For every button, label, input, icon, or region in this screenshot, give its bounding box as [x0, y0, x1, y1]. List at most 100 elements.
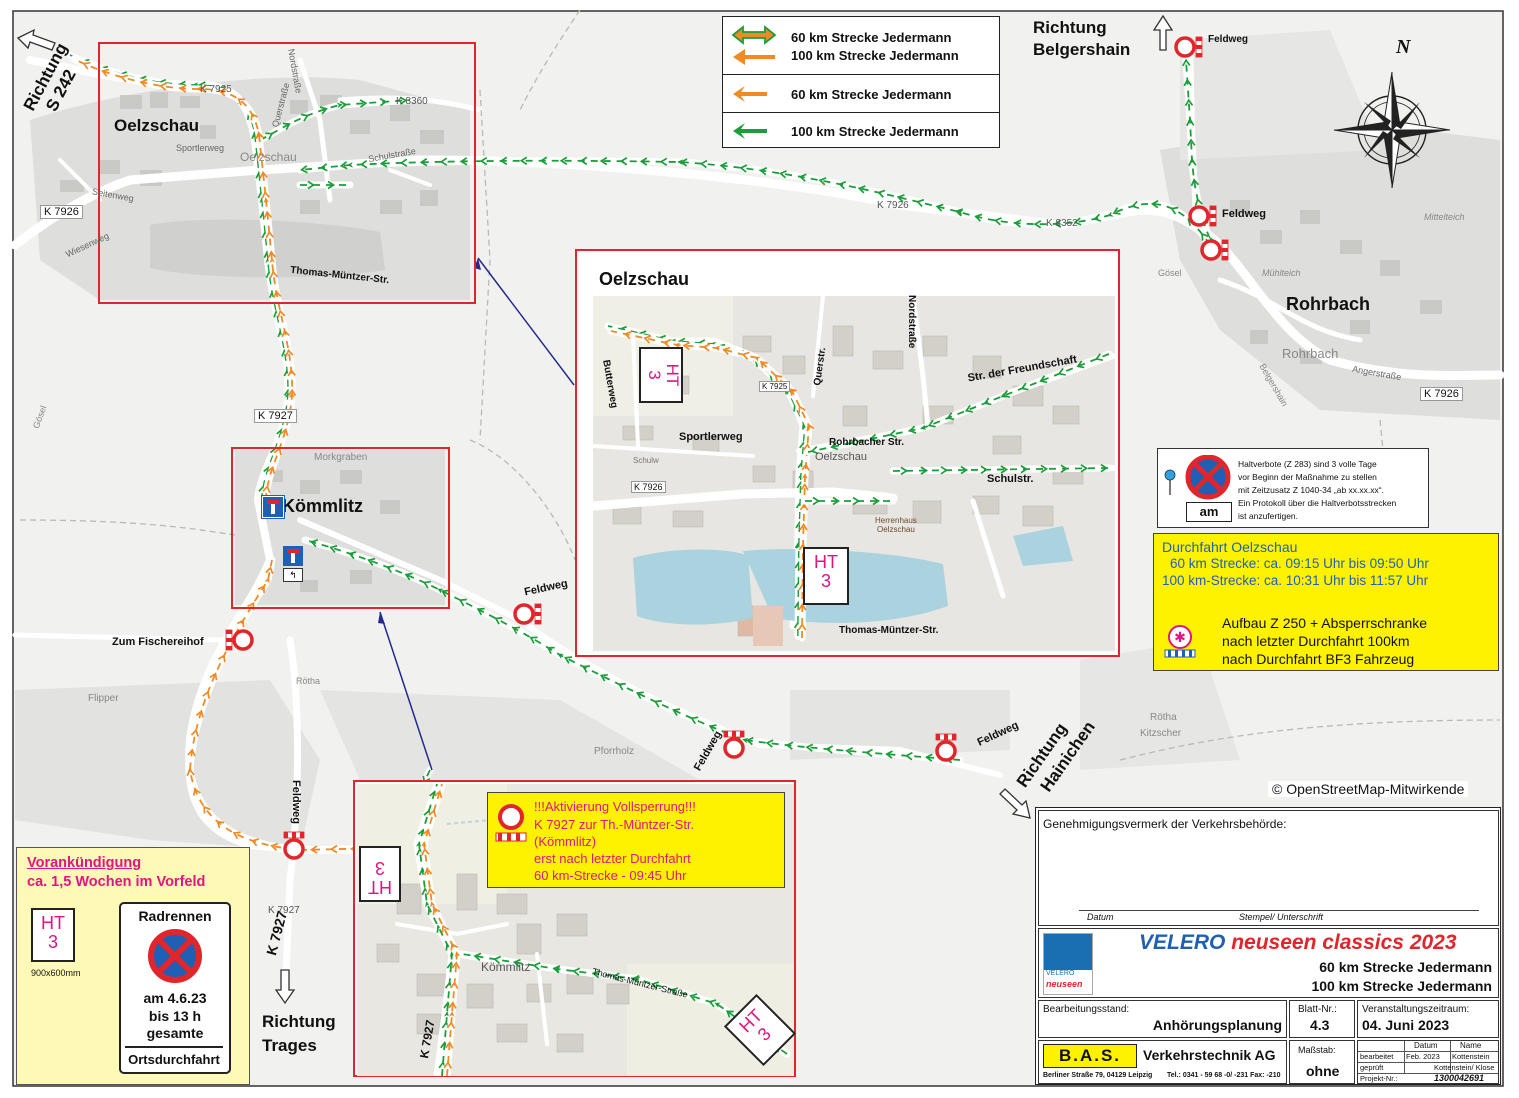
leader-line	[379, 611, 433, 771]
sign-line-3: gesamte	[146, 1025, 204, 1041]
route-green-east-chevron	[1170, 206, 1179, 215]
no-parking-sign-icon	[1164, 455, 1231, 500]
route-both-orange-chevron	[265, 230, 274, 239]
route-both-orange-chevron	[263, 210, 272, 219]
route-green-belgershain-chevron	[1183, 78, 1192, 87]
legend-label-green: 100 km Strecke Jedermann	[791, 124, 959, 139]
inset1-route-freundschaft-chevron	[830, 441, 839, 451]
callout-line-1: !!!Aktivierung Vollsperrung!!!	[534, 799, 696, 814]
inset2-route-main	[415, 784, 456, 1076]
place-goesel-east: Gösel	[1158, 268, 1182, 278]
route-green-east-chevron	[479, 156, 488, 166]
inset1-route-orange-chevron	[799, 502, 809, 511]
route-orange-south-chevron	[270, 842, 279, 851]
route-green-south-chevron	[708, 724, 717, 733]
route-green-north-chevron	[319, 106, 328, 115]
inset2-route-orange-chevron	[449, 981, 459, 989]
route-both-orange-chevron	[257, 150, 266, 159]
route-both-orange-chevron	[281, 329, 290, 338]
route-green-east-chevron	[519, 156, 528, 165]
event-title: VELERO neuseen classics 2023	[1139, 931, 1457, 954]
green-arrow-icon	[733, 123, 767, 139]
route-green-north-chevron	[359, 99, 368, 108]
inset1-route-orange-chevron	[799, 522, 808, 531]
inset-street-thomas: Thomas-Müntzer-Str.	[839, 625, 939, 636]
halteverbot-text-1: Haltverbote (Z 283) sind 3 volle Tage	[1238, 459, 1377, 469]
massstab-value: ohne	[1306, 1063, 1340, 1079]
row-bearbeitet-label: bearbeitet	[1360, 1052, 1394, 1061]
route-green-east-chevron	[379, 159, 388, 168]
route-both-orange-chevron	[287, 388, 297, 397]
datum-label: Datum	[1087, 912, 1114, 922]
route-orange-south-chevron	[203, 805, 211, 814]
company-cell: B.A.S. Verkehrstechnik AG Berliner Straß…	[1038, 1040, 1287, 1084]
route-orange-south-chevron	[187, 748, 196, 757]
route-green-east-chevron	[916, 198, 925, 208]
route-green-east-chevron	[639, 157, 648, 166]
massstab-label: Maßstab:	[1298, 1045, 1336, 1055]
route-green-east-chevron	[1033, 220, 1042, 229]
inset1-route-freundschaft-chevron	[869, 433, 878, 442]
inset2-route-green-chevron	[689, 993, 698, 1002]
place-roetha: Rötha	[296, 676, 321, 686]
oelzschau-area-frame	[98, 42, 476, 304]
sign-footer: Ortsdurchfahrt	[125, 1046, 223, 1067]
inset1-route-orange-chevron	[662, 339, 671, 348]
inset-street-rohrbacher: Rohrbacher Str.	[829, 437, 905, 448]
route-green-east-chevron	[300, 165, 308, 174]
callout-line-3: (Kömmlitz)	[534, 834, 597, 849]
route-green-south-chevron	[564, 656, 573, 664]
place-oelzschau: Oelzschau	[114, 116, 200, 135]
route-green-belgershain-chevron	[1194, 197, 1203, 206]
route-green-north-chevron	[301, 113, 310, 122]
route-both-orange-chevron	[285, 348, 294, 357]
inset2-route-orange-chevron	[422, 828, 431, 837]
route-green-east-chevron	[1013, 219, 1022, 228]
road-k7926-west: K 7926	[40, 205, 83, 219]
aufbau-line-2: nach letzter Durchfahrt 100km	[1222, 633, 1410, 649]
route-green-south-chevron	[805, 743, 814, 752]
route-both-orange-chevron	[277, 309, 286, 318]
route-green-belgershain-chevron	[1182, 58, 1191, 67]
road-k7927-map: K 7927	[268, 905, 300, 916]
route-orange-south-chevron	[192, 787, 201, 796]
road-k7926-mid: K 7926	[877, 200, 909, 211]
halteverbot-text-4: Ein Protokoll über die Haltverbotsstreck…	[1238, 498, 1397, 508]
inset2-koemmlitz-label: Kömmlitz	[481, 960, 531, 974]
route-orange-south-chevron	[236, 619, 245, 628]
inset2-route-green-chevron	[493, 955, 502, 965]
inset2-route-green-chevron	[532, 962, 541, 971]
route-green-koemmlitz	[399, 769, 431, 846]
route-green-east-chevron	[359, 160, 368, 169]
inset2-route-orange-chevron	[445, 1041, 454, 1049]
route-green-south-chevron	[865, 748, 873, 758]
legend-box: 60 km Strecke Jedermann 100 km Strecke J…	[722, 16, 1000, 148]
zeitraum-label: Veranstaltungszeitraum:	[1362, 1004, 1470, 1015]
place-zum-fischereihof: Zum Fischereihof	[112, 636, 204, 648]
inset1-route-schulstr-chevron	[1060, 464, 1069, 473]
place-mittelteich: Mittelteich	[1424, 212, 1465, 222]
inset1-route-orange-chevron	[774, 374, 783, 383]
route-green-south-chevron	[635, 691, 644, 700]
inset1-route-schulstr-chevron	[900, 466, 909, 476]
halteverbot-note: am Haltverbote (Z 283) sind 3 volle Tage…	[1157, 448, 1429, 528]
approval-field[interactable]: Genehmigungsvermerk der Verkehrsbehörde:…	[1038, 810, 1499, 926]
route-green-north-chevron	[379, 97, 388, 107]
inset2-route-orange-chevron	[434, 790, 443, 799]
direction-trages: Richtung Trages	[262, 1012, 336, 1055]
projekt-value: 1300042691	[1434, 1073, 1485, 1083]
aufbau-line-3: nach Durchfahrt BF3 Fahrzeug	[1222, 651, 1415, 667]
route-green-north-chevron	[339, 100, 348, 110]
place-rohrbach-map: Rohrbach	[1282, 346, 1339, 361]
place-pforrholz: Pforrholz	[594, 746, 635, 757]
route-green-east-chevron	[1053, 219, 1062, 228]
inset1-route-orange-chevron	[643, 335, 652, 344]
inset1-route-schulstr	[892, 467, 1110, 472]
route-both-orange-chevron	[218, 88, 227, 97]
place-koemmlitz: Kömmlitz	[282, 496, 363, 516]
